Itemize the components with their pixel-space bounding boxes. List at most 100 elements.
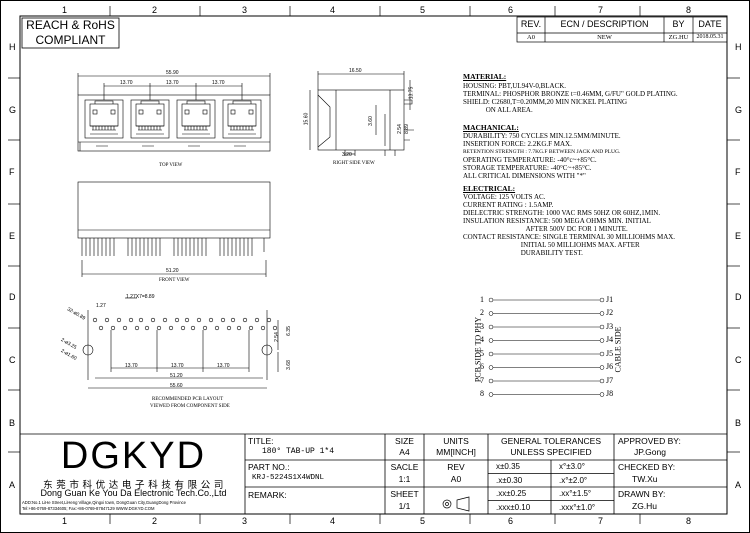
row-label: E bbox=[735, 231, 742, 241]
pin-number: 3 bbox=[480, 322, 484, 331]
col-label: 6 bbox=[508, 516, 514, 526]
dim-label: 55.90 bbox=[166, 70, 179, 76]
col-label: 3 bbox=[242, 5, 248, 15]
rev-value: A0 bbox=[450, 474, 462, 484]
row-label: F bbox=[735, 167, 741, 177]
jack-pin: J6 bbox=[606, 362, 614, 371]
dim-label: 13.70 bbox=[212, 80, 225, 86]
size-label: SIZE bbox=[395, 436, 414, 446]
spec-line: RETENTION STRENGTH : 7.7KG.F BETWEEN JAC… bbox=[463, 149, 621, 155]
tolerance-linear: x±0.35 bbox=[496, 462, 520, 471]
sheet-value: 1/1 bbox=[398, 501, 411, 511]
rev-header: REV. bbox=[520, 19, 542, 29]
row-label: B bbox=[735, 418, 742, 428]
top-view-drawing bbox=[77, 73, 271, 152]
by-value: ZG.HU bbox=[668, 34, 689, 41]
row-label: D bbox=[735, 292, 742, 302]
compliance-line1: REACH & RoHS bbox=[26, 18, 115, 32]
title-value: 180° TAB-UP 1*4 bbox=[262, 447, 335, 456]
pcb-side-label: PCB SIDE TO PHY bbox=[473, 316, 483, 383]
company-name-cn: 东 莞 市 科 优 达 电 子 科 技 有 限 公 司 bbox=[43, 480, 224, 491]
dim-label: 8.89 bbox=[403, 124, 410, 134]
col-label: 2 bbox=[152, 5, 158, 15]
part-label: PART NO.: bbox=[248, 462, 290, 472]
col-label: 4 bbox=[330, 5, 336, 15]
jack-pin: J2 bbox=[606, 308, 614, 317]
spec-line: CONTACT RESISTANCE: SINGLE TERMINAL 30 M… bbox=[463, 233, 676, 241]
date-value: 2018.05.31 bbox=[696, 34, 724, 40]
spec-line: CURRENT RATING : 1.5AMP. bbox=[463, 201, 554, 209]
col-label: 6 bbox=[508, 5, 514, 15]
dim-label: 2.54 bbox=[273, 332, 280, 342]
electrical-title: ELECTRICAL: bbox=[463, 184, 516, 193]
pin-number: 6 bbox=[480, 362, 484, 371]
spec-line: INITIAL 50 MILLIOHMS MAX. AFTER bbox=[463, 241, 640, 249]
remark-label: REMARK: bbox=[248, 490, 287, 500]
checked-label: CHECKED BY: bbox=[618, 462, 676, 472]
row-label: E bbox=[9, 231, 16, 241]
dim-label: 13.75 bbox=[408, 86, 415, 100]
ecn-header: ECN / DESCRIPTION bbox=[560, 19, 649, 29]
jack-pin: J7 bbox=[606, 376, 614, 385]
dim-label: 3.68 bbox=[285, 360, 292, 370]
tolerance-angular: .x°±2.0° bbox=[559, 476, 588, 485]
spec-line: ON ALL AREA. bbox=[463, 106, 533, 114]
col-label: 2 bbox=[152, 516, 158, 526]
row-label: C bbox=[9, 355, 16, 365]
col-label: 8 bbox=[686, 516, 692, 526]
col-label: 3 bbox=[242, 516, 248, 526]
col-label: 1 bbox=[62, 516, 68, 526]
front-view-drawing bbox=[77, 181, 271, 277]
dim-label: 13.70 bbox=[171, 363, 184, 369]
pin-number: 2 bbox=[480, 308, 484, 317]
sheet-label: SHEET bbox=[390, 489, 419, 499]
spec-line: DIELECTRIC STRENGTH: 1000 VAC RMS 50HZ O… bbox=[463, 209, 661, 217]
row-label: B bbox=[9, 418, 16, 428]
row-label: A bbox=[9, 480, 16, 490]
units-value: MM[INCH] bbox=[436, 447, 476, 457]
col-label: 1 bbox=[62, 5, 68, 15]
row-label: H bbox=[9, 42, 16, 52]
jack-pin: J1 bbox=[606, 295, 614, 304]
checked-value: TW.Xu bbox=[632, 474, 658, 484]
spec-line: INSULATION RESISTANCE: 500 MEGA OHMS MIN… bbox=[463, 217, 651, 225]
pin-number: 4 bbox=[480, 335, 484, 344]
units-label: UNITS bbox=[443, 436, 469, 446]
scale-label: SACLE bbox=[390, 462, 419, 472]
tolerance-title1: GENERAL TOLERANCES bbox=[501, 436, 601, 446]
jack-pin: J8 bbox=[606, 389, 614, 398]
col-label: 8 bbox=[686, 5, 692, 15]
side-view-drawing bbox=[309, 71, 414, 156]
mechanical-title: MACHANICAL: bbox=[463, 123, 519, 132]
by-header: BY bbox=[672, 19, 685, 29]
dim-label: 1.27 bbox=[96, 303, 106, 309]
dim-label: 51.20 bbox=[170, 373, 183, 379]
spec-line: STORAGE TEMPERATURE: -40°C~+85°C. bbox=[463, 164, 592, 172]
dim-label: 13.70 bbox=[166, 80, 179, 86]
dim-label: 16.50 bbox=[349, 68, 362, 74]
dim-label: 15.60 bbox=[303, 112, 310, 126]
spec-line: AFTER 500V DC FOR 1 MINUTE. bbox=[463, 225, 628, 233]
scale-value: 1:1 bbox=[398, 474, 411, 484]
company-address: ADD:No.1 LiHe Street,LiHeng Village,Qing… bbox=[22, 500, 186, 505]
tolerance-linear: .xxx±0.10 bbox=[496, 503, 531, 512]
company-logo: DGKYD bbox=[60, 435, 207, 477]
spec-line: ALL CRITICAL DIMENSIONS WITH "*" bbox=[463, 172, 586, 180]
compliance-line2: COMPLIANT bbox=[35, 33, 106, 47]
spec-line: VOLTAGE: 125 VOLTS AC. bbox=[463, 193, 546, 201]
col-label: 4 bbox=[330, 516, 336, 526]
spec-line: TERMINAL: PHOSPHOR BRONZE t=0.46MM, G/FU… bbox=[463, 90, 678, 98]
jack-pin: J5 bbox=[606, 349, 614, 358]
dim-label: 51.20 bbox=[166, 268, 179, 274]
pcb-caption-line1: RECOMMENDED PCB LAYOUT bbox=[152, 397, 224, 402]
pinout-schematic bbox=[488, 297, 605, 397]
row-label: A bbox=[735, 480, 742, 490]
row-label: F bbox=[9, 167, 15, 177]
jack-pin: J3 bbox=[606, 322, 614, 331]
tolerance-angular: .xx°±1.5° bbox=[559, 489, 592, 498]
drawn-label: DRAWN BY: bbox=[618, 489, 666, 499]
approved-value: JP.Gong bbox=[634, 447, 666, 457]
pin-number: 8 bbox=[480, 389, 484, 398]
row-label: H bbox=[735, 42, 742, 52]
